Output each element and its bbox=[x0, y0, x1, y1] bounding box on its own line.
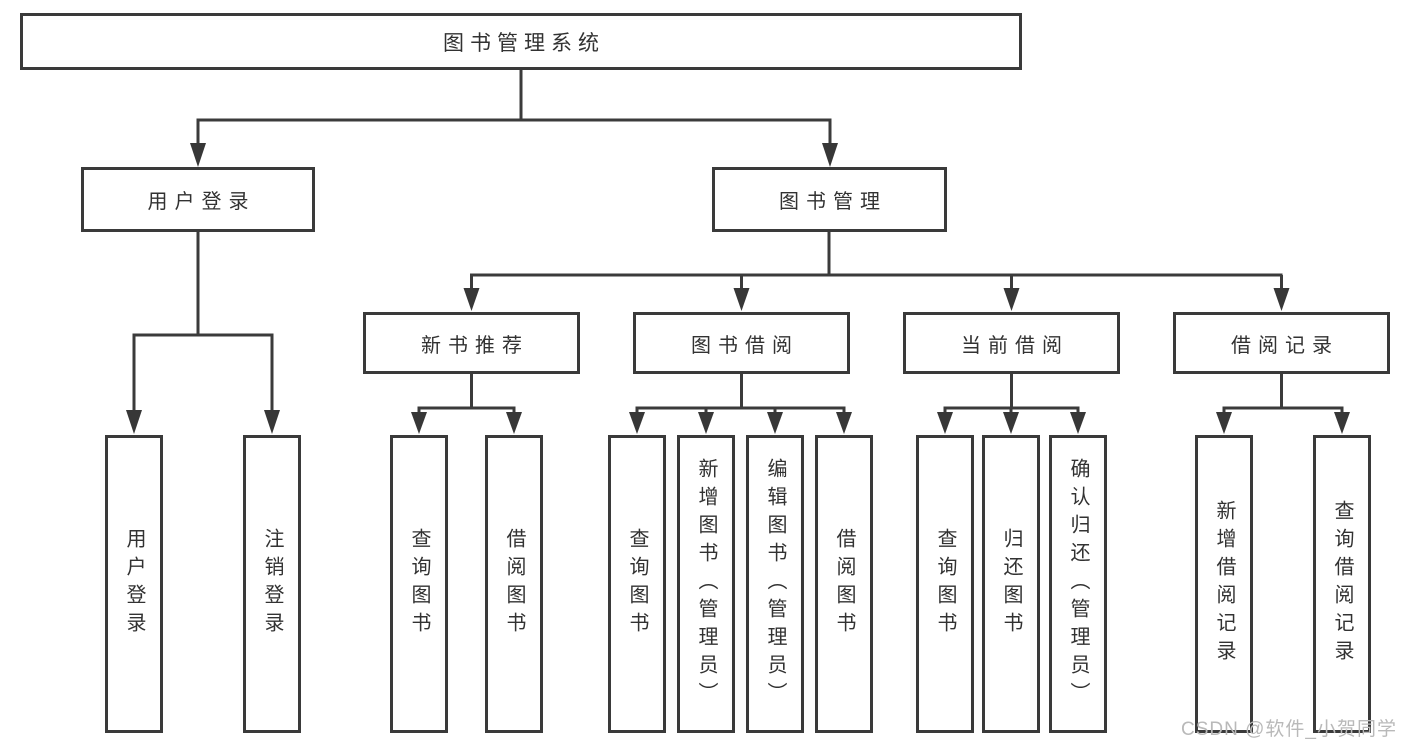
node-label: 新书推荐 bbox=[421, 334, 529, 357]
leaf-label: 确认归还（管理员） bbox=[1067, 458, 1089, 710]
node-label: 图书借阅 bbox=[691, 334, 799, 357]
node-new-book-recommendation: 新书推荐 bbox=[363, 312, 580, 374]
node-book-management: 图书管理 bbox=[712, 167, 947, 232]
node-library-management-system: 图书管理系统 bbox=[20, 13, 1022, 70]
leaf-label: 借阅图书 bbox=[833, 528, 855, 640]
leaf-query-books-recommend: 查询图书 bbox=[390, 435, 448, 733]
leaf-label: 查询图书 bbox=[934, 528, 956, 640]
leaf-label: 编辑图书（管理员） bbox=[764, 458, 786, 710]
node-current-borrowing: 当前借阅 bbox=[903, 312, 1120, 374]
csdn-watermark: CSDN @软件_小贺同学 bbox=[1181, 719, 1397, 740]
leaf-label: 新增图书（管理员） bbox=[695, 458, 717, 710]
leaf-query-books-borrowing: 查询图书 bbox=[608, 435, 666, 733]
leaf-logout: 注销登录 bbox=[243, 435, 301, 733]
leaf-query-books-current: 查询图书 bbox=[916, 435, 974, 733]
node-label: 借阅记录 bbox=[1231, 334, 1339, 357]
leaf-add-books-admin: 新增图书（管理员） bbox=[677, 435, 735, 733]
leaf-query-borrow-record: 查询借阅记录 bbox=[1313, 435, 1371, 733]
leaf-label: 用户登录 bbox=[123, 528, 145, 640]
leaf-label: 新增借阅记录 bbox=[1213, 500, 1235, 668]
leaf-user-login: 用户登录 bbox=[105, 435, 163, 733]
leaf-label: 借阅图书 bbox=[503, 528, 525, 640]
node-user-login: 用户登录 bbox=[81, 167, 315, 232]
node-book-borrowing: 图书借阅 bbox=[633, 312, 850, 374]
node-borrowing-records: 借阅记录 bbox=[1173, 312, 1390, 374]
node-label: 当前借阅 bbox=[961, 334, 1069, 357]
leaf-borrow-books-recommend: 借阅图书 bbox=[485, 435, 543, 733]
leaf-confirm-return-admin: 确认归还（管理员） bbox=[1049, 435, 1107, 733]
leaf-return-books: 归还图书 bbox=[982, 435, 1040, 733]
leaf-label: 查询图书 bbox=[626, 528, 648, 640]
node-label: 图书管理系统 bbox=[443, 31, 605, 55]
leaf-label: 查询借阅记录 bbox=[1331, 500, 1353, 668]
leaf-label: 归还图书 bbox=[1000, 528, 1022, 640]
node-label: 用户登录 bbox=[147, 191, 256, 213]
leaf-borrow-books-borrowing: 借阅图书 bbox=[815, 435, 873, 733]
leaf-edit-books-admin: 编辑图书（管理员） bbox=[746, 435, 804, 733]
leaf-label: 查询图书 bbox=[408, 528, 430, 640]
leaf-add-borrow-record: 新增借阅记录 bbox=[1195, 435, 1253, 733]
leaf-label: 注销登录 bbox=[261, 528, 283, 640]
node-label: 图书管理 bbox=[779, 191, 887, 213]
